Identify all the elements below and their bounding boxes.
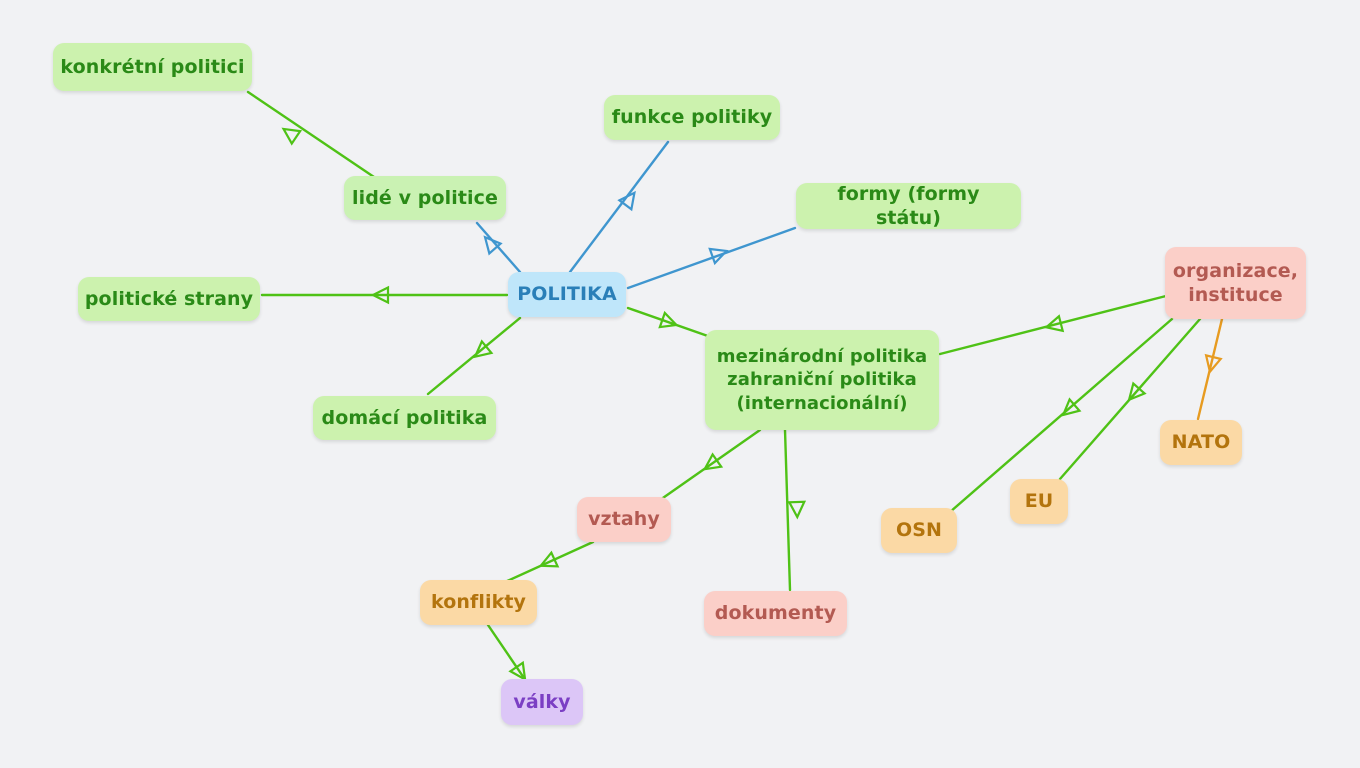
arrowhead-icon [483, 235, 503, 256]
node-lide_v_politice[interactable]: lidé v politice [344, 176, 506, 220]
arrowhead-icon [617, 190, 636, 212]
edge-line [658, 428, 762, 502]
arrowhead-icon [1127, 381, 1147, 402]
arrowhead-icon [370, 285, 390, 305]
node-formy_statu[interactable]: formy (formy státu) [796, 183, 1021, 229]
edge-organizace-to-mezinarodni [938, 294, 1168, 356]
node-mezinarodni[interactable]: mezinárodní politika zahraniční politika… [705, 330, 939, 430]
edge-line [503, 540, 595, 584]
node-eu[interactable]: EU [1010, 479, 1068, 524]
edge-politika-to-domaci_politika [426, 316, 522, 396]
edge-politika-to-lide_v_politice [475, 221, 522, 274]
edge-line [783, 428, 792, 592]
edge-line [1196, 317, 1224, 421]
arrowhead-icon [1061, 397, 1082, 417]
node-osn[interactable]: OSN [881, 508, 957, 553]
edge-mezinarodni-to-vztahy [658, 428, 762, 502]
edge-politika-to-funkce_politiky [568, 140, 670, 274]
edge-organizace-to-nato [1196, 317, 1224, 421]
node-politika[interactable]: POLITIKA [508, 272, 626, 317]
arrowhead-icon [702, 452, 724, 471]
node-vztahy[interactable]: vztahy [577, 497, 671, 542]
edge-mezinarodni-to-dokumenty [783, 428, 807, 592]
edge-line [426, 316, 522, 396]
edge-line [626, 226, 797, 290]
edge-konflikty-to-valky [486, 623, 527, 682]
node-politicke_strany[interactable]: politické strany [78, 277, 260, 321]
arrowhead-icon [281, 127, 303, 146]
node-valky[interactable]: války [501, 679, 583, 725]
edge-line [246, 90, 376, 179]
arrowhead-icon [787, 500, 807, 520]
node-dokumenty[interactable]: dokumenty [704, 591, 847, 636]
node-organizace[interactable]: organizace, instituce [1165, 247, 1306, 319]
arrowhead-icon [658, 310, 679, 329]
edge-line [568, 140, 670, 274]
arrowhead-icon [708, 247, 729, 266]
edge-politika-to-politicke_strany [260, 285, 509, 305]
node-konkretni_politici[interactable]: konkrétní politici [53, 43, 252, 91]
arrowhead-icon [1204, 353, 1223, 375]
edge-line [486, 623, 526, 680]
edge-line [475, 221, 522, 274]
node-konflikty[interactable]: konflikty [420, 580, 537, 625]
arrowhead-icon [1043, 314, 1065, 333]
node-funkce_politiky[interactable]: funkce politiky [604, 95, 780, 140]
edge-politika-to-formy_statu [626, 226, 797, 290]
arrowhead-icon [538, 550, 560, 568]
node-nato[interactable]: NATO [1160, 420, 1242, 465]
edge-vztahy-to-konflikty [503, 540, 595, 584]
edge-lide_v_politice-to-konkretni_politici [246, 90, 376, 179]
node-domaci_politika[interactable]: domácí politika [313, 396, 496, 440]
edge-line [938, 294, 1168, 356]
arrowhead-icon [473, 339, 494, 359]
